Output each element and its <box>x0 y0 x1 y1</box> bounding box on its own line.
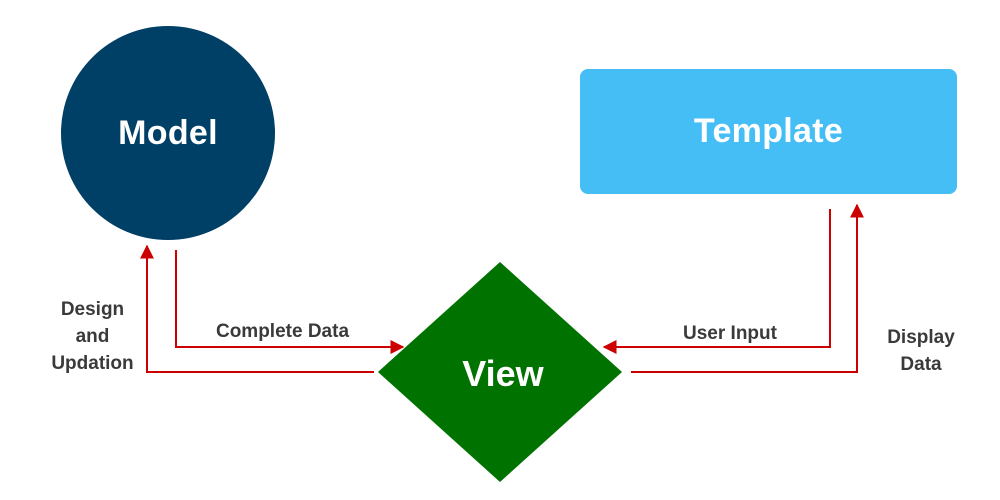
arrow-model-to-view <box>175 250 405 354</box>
model-node-label: Model <box>118 113 218 152</box>
display-label-line: Data <box>900 354 942 375</box>
complete-data-label: Complete Data <box>215 321 350 342</box>
design-label-line: Updation <box>51 353 134 374</box>
design-and-updation-label: Design and Updation <box>30 296 155 377</box>
arrow-view-to-template <box>631 203 864 373</box>
display-label-line: Display <box>887 327 955 348</box>
arrow-view-to-model <box>140 244 374 373</box>
view-node-diamond <box>378 262 622 482</box>
model-node: Model <box>61 26 275 240</box>
user-input-label: User Input <box>683 323 777 344</box>
display-data-label: Display Data <box>866 324 976 378</box>
design-label-line: and <box>75 326 110 347</box>
arrow-template-to-view <box>602 209 831 354</box>
design-label-line: Design <box>60 299 125 320</box>
view-node-label: View <box>462 353 544 394</box>
template-node: Template <box>580 69 957 194</box>
template-node-label: Template <box>693 112 844 150</box>
